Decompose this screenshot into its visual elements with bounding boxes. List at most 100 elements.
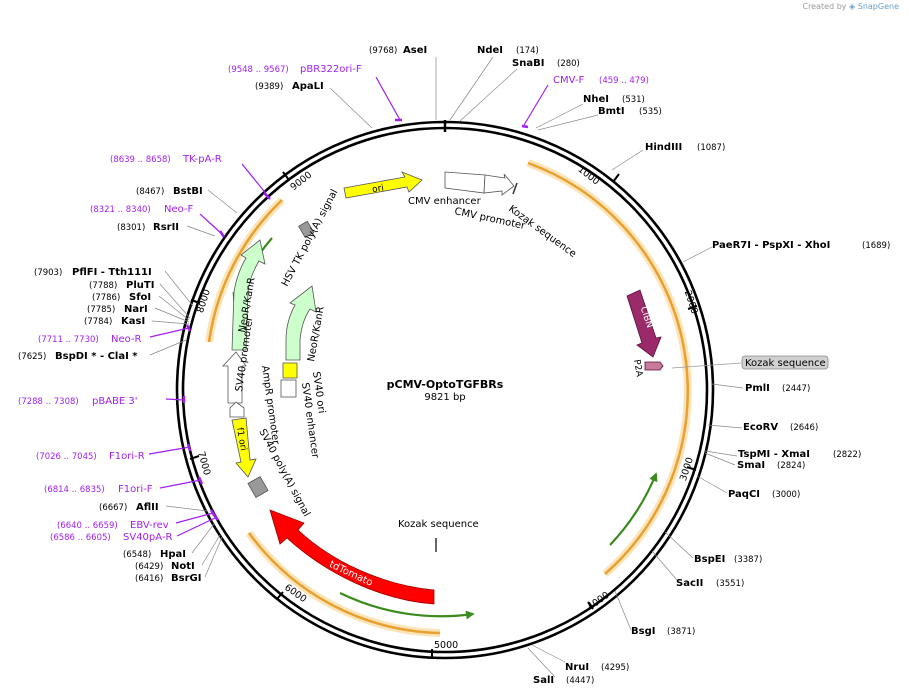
mark-cmv-f bbox=[521, 124, 529, 129]
enzyme-sfoi-pos: (7786) bbox=[92, 293, 120, 303]
sv40-promoter-arrow bbox=[222, 351, 247, 404]
enzyme-clai-pos: (7625) bbox=[18, 352, 46, 362]
leader-sv40pa-r bbox=[176, 517, 216, 537]
enzyme-labels: (9768) AseI NdeI (174) SnaBI (280) NheI … bbox=[18, 45, 890, 686]
snapgene-credit: Created by ◈ SnapGene bbox=[802, 2, 899, 11]
enzyme-nari-name: NarI bbox=[124, 304, 148, 315]
enzyme-hpai-name: HpaI bbox=[160, 549, 186, 560]
enzyme-aflii-name: AflII bbox=[136, 502, 159, 513]
enzyme-xhoi-name: PaeR7I - PspXI - XhoI bbox=[712, 240, 830, 251]
primer-pbr322ori-f-name: pBR322ori-F bbox=[300, 64, 362, 75]
orange-feature-right bbox=[527, 161, 690, 575]
leader-bsgi bbox=[614, 590, 632, 631]
neokanr-inner-arrow bbox=[285, 285, 317, 361]
leader-bstbi bbox=[207, 189, 238, 214]
orange-feature-bottom-glow bbox=[245, 530, 441, 637]
tick-9000-label: 9000 bbox=[288, 170, 314, 194]
enzyme-tth111i-name: PflFI - Tth111I bbox=[72, 267, 152, 278]
enzyme-sfoi-name: SfoI bbox=[129, 292, 151, 303]
enzyme-ndei-pos: (174) bbox=[516, 46, 539, 56]
enzyme-paqci-name: PaqCI bbox=[728, 489, 760, 500]
mark-sv40pa-r bbox=[212, 513, 219, 521]
cmv-enhancer-box bbox=[444, 171, 486, 194]
tick-8000-label: 8000 bbox=[195, 288, 213, 314]
enzyme-noti-pos: (6429) bbox=[135, 562, 163, 572]
enzyme-bsgi-pos: (3871) bbox=[667, 627, 695, 637]
mark-f1ori-f bbox=[197, 476, 204, 485]
enzyme-hindiii-name: HindIII bbox=[645, 142, 682, 153]
primer-neo-f-name: Neo-F bbox=[164, 204, 194, 215]
kozak-boxed-leader bbox=[671, 362, 742, 369]
enzyme-bstbi-name: BstBI bbox=[173, 186, 203, 197]
enzyme-bsgi-name: BsgI bbox=[631, 626, 655, 637]
ori-arrow bbox=[343, 171, 423, 199]
kozak-boxed-bg bbox=[741, 355, 829, 370]
plasmid-name: pCMV-OptoTGFBRs bbox=[387, 378, 504, 391]
inner-features: ori CMV enhancer CMV promoter Kozak sequ… bbox=[222, 171, 829, 605]
leader-clai bbox=[149, 339, 187, 356]
primer-pbabe3-name: pBABE 3' bbox=[92, 396, 138, 407]
leader-bspei bbox=[664, 531, 694, 559]
leader-paqci bbox=[696, 475, 728, 494]
leader-noti bbox=[201, 534, 221, 566]
primer-tk-pa-r-range: (8639 .. 8658) bbox=[110, 155, 171, 165]
leader-lines bbox=[149, 56, 744, 678]
enzyme-kasi-pos: (7784) bbox=[84, 317, 112, 327]
sv40-enhancer-box bbox=[280, 379, 297, 398]
sv40-polya-box bbox=[247, 476, 269, 498]
leader-f1ori-r bbox=[148, 446, 191, 455]
orange-feature-bottom bbox=[247, 532, 441, 635]
enzyme-bspei-name: BspEI bbox=[694, 554, 725, 565]
cibn-arrow bbox=[626, 289, 662, 358]
plasmid-length: 9821 bp bbox=[424, 392, 465, 403]
leader-aflii bbox=[165, 505, 208, 512]
enzyme-xmai-pos: (2822) bbox=[833, 450, 861, 460]
leader-sacii bbox=[651, 550, 678, 581]
leader-nari bbox=[154, 307, 190, 323]
tick-5000-label: 5000 bbox=[434, 640, 458, 651]
leader-tth111i bbox=[164, 270, 194, 307]
neokanr-inner-label: NeoR/KanR bbox=[306, 306, 327, 363]
enzyme-ecorv-name: EcoRV bbox=[743, 422, 778, 433]
f1-ori-arrow bbox=[231, 417, 257, 478]
mark-neo-f bbox=[218, 230, 226, 238]
tdtomato-arrow bbox=[269, 509, 435, 605]
green-feature-right bbox=[609, 472, 658, 546]
enzyme-clai-name: BspDI * - ClaI * bbox=[55, 351, 138, 362]
orange-features bbox=[205, 159, 692, 637]
primer-f1ori-f-name: F1ori-F bbox=[118, 484, 153, 495]
enzyme-apali-name: ApaLI bbox=[292, 81, 324, 92]
enzyme-kasi-name: KasI bbox=[121, 316, 145, 327]
kozak-label-1: Kozak sequence bbox=[506, 204, 578, 260]
primer-pbabe3-range: (7288 .. 7308) bbox=[18, 397, 79, 407]
credit-prefix: Created by bbox=[802, 2, 847, 11]
leader-pbr322ori-f bbox=[375, 76, 401, 121]
tick-7000-label: 7000 bbox=[195, 450, 212, 476]
leader-xhoi bbox=[682, 246, 713, 263]
leader-pbabe3 bbox=[165, 398, 185, 401]
enzyme-rsrii-name: RsrII bbox=[153, 222, 179, 233]
green-feature-bottom bbox=[339, 592, 475, 620]
leader-hpai bbox=[191, 523, 215, 554]
cmv-enhancer-label: CMV enhancer bbox=[408, 196, 482, 207]
tick-3000-mark bbox=[686, 466, 697, 471]
leader-nhei bbox=[535, 103, 584, 129]
leader-bmti bbox=[537, 114, 599, 131]
orange-feature-left bbox=[207, 199, 283, 343]
leader-sfoi bbox=[158, 295, 190, 321]
enzyme-smai-name: SmaI bbox=[737, 460, 765, 471]
primer-f1ori-r-name: F1ori-R bbox=[109, 451, 145, 462]
enzyme-hindiii-pos: (1087) bbox=[697, 143, 725, 153]
mark-tk-pa-r bbox=[263, 192, 271, 200]
tick-1000-label: 1000 bbox=[575, 164, 601, 188]
enzyme-apali-pos: (9389) bbox=[255, 82, 283, 92]
enzyme-tth111i-pos: (7903) bbox=[34, 268, 62, 278]
f1-ori-label: f1 ori bbox=[234, 427, 248, 452]
enzyme-xhoi-pos: (1689) bbox=[862, 241, 890, 251]
enzyme-sali-pos: (4447) bbox=[566, 676, 594, 686]
enzyme-smai-pos: (2824) bbox=[777, 461, 805, 471]
snapgene-logo: ◈ bbox=[849, 2, 856, 11]
leader-smai bbox=[704, 452, 736, 466]
tick-2000-mark bbox=[687, 305, 698, 310]
